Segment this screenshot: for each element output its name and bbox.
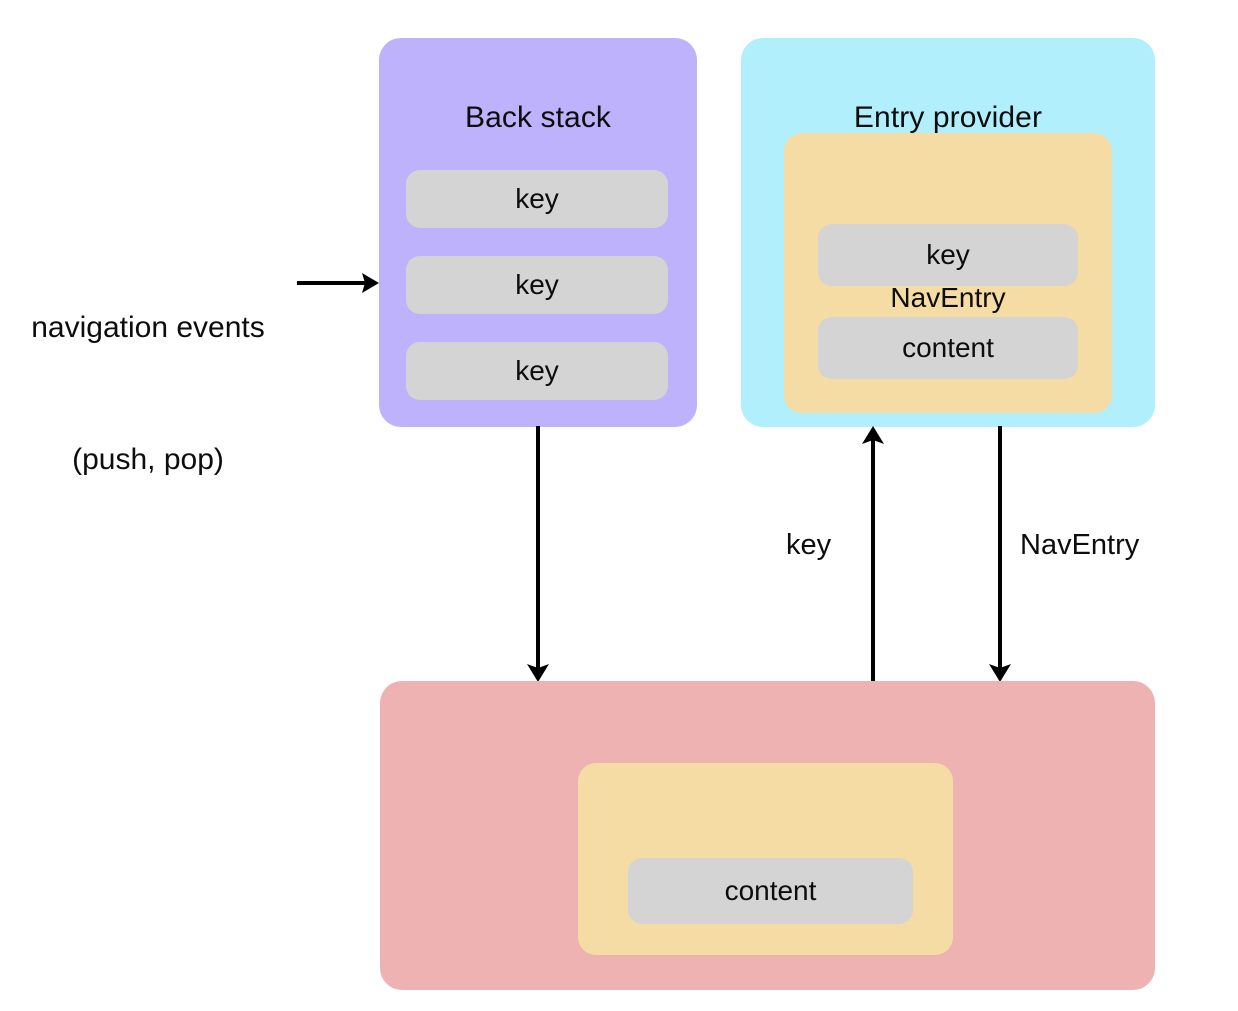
arrow-nav-display-to-entry-provider [862, 426, 884, 682]
back-stack-item-1: key [406, 170, 668, 228]
arrow-back-stack-to-nav-display [527, 426, 549, 682]
navigation-events-line2: (push, pop) [72, 443, 224, 476]
entry-provider-title: Entry provider [853, 101, 1043, 134]
entry-provider-nav-entry-key: key [818, 224, 1078, 286]
entry-provider-nav-entry-content: content [818, 317, 1078, 379]
nav-display-nav-entry-content: content [628, 858, 913, 924]
arrow-navigation-events-to-back-stack [297, 273, 379, 293]
entry-provider-nav-entry-title: NavEntry [890, 282, 1006, 313]
edge-label-key: key [786, 529, 832, 561]
navigation-events-label: navigation events (push, pop) [8, 218, 288, 570]
back-stack-title: Back stack [464, 101, 612, 134]
arrow-entry-provider-to-nav-display [989, 426, 1011, 682]
back-stack-item-3: key [406, 342, 668, 400]
back-stack-item-2: key [406, 256, 668, 314]
edge-label-naventry: NavEntry [1020, 529, 1140, 561]
navigation-events-line1: navigation events [31, 311, 265, 344]
